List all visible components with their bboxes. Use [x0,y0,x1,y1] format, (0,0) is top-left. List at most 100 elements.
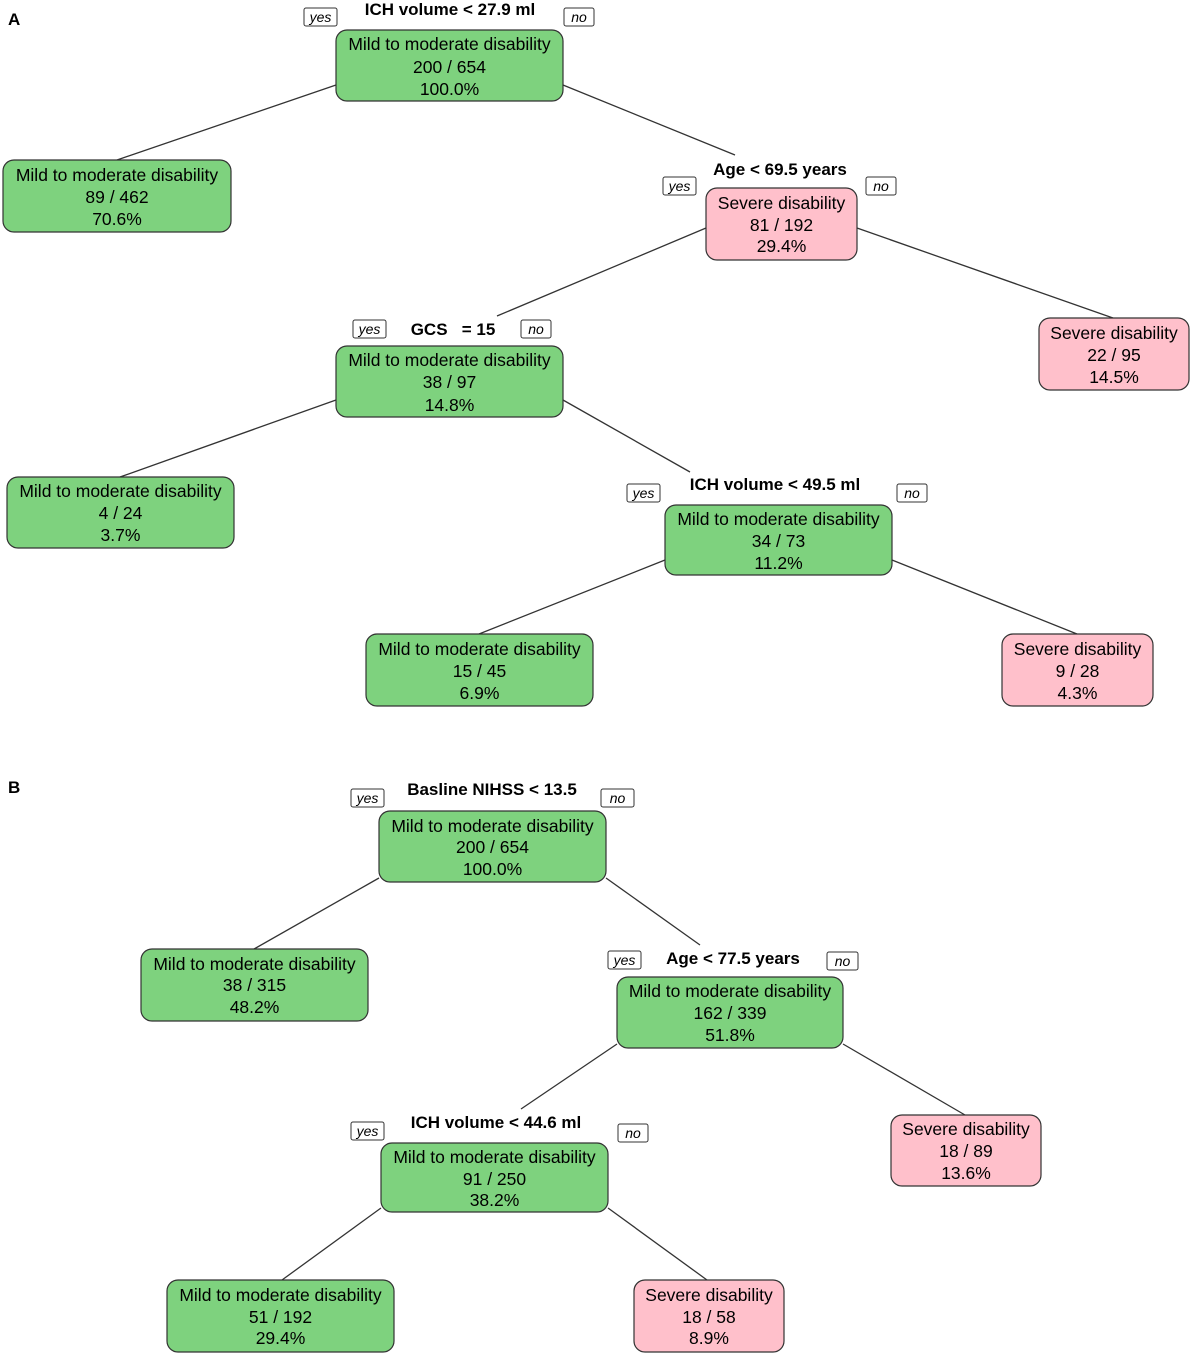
edge-b1-b3 [605,877,701,946]
node-count: 38 / 97 [423,372,477,392]
tree-node-a9: Severe disability 9 / 28 4.3% [1001,633,1154,707]
node-box [335,29,564,102]
node-class: Mild to moderate disability [391,816,594,836]
node-class: Mild to moderate disability [348,350,551,370]
tree-node-a6: Mild to moderate disability 4 / 24 3.7% [6,476,235,549]
no-label-box [896,483,928,503]
node-percent: 48.2% [230,997,280,1017]
tree-node-b6: Mild to moderate disability 51 / 192 29.… [166,1279,395,1353]
node-class: Severe disability [645,1285,773,1305]
yes-label-box [303,7,338,27]
panel-label-a: A [8,10,20,29]
edge-a3-a5 [856,227,1114,319]
node-count: 22 / 95 [1087,345,1141,365]
tree-node-a1: Mild to moderate disability 200 / 654 10… [335,29,564,102]
tree-node-b3: Mild to moderate disability 162 / 339 51… [616,976,844,1049]
split-condition-b4: ICH volume < 44.6 ml [411,1113,582,1132]
edge-a4-a7 [562,399,691,473]
no-label: no [528,321,544,337]
no-label: no [904,485,920,501]
node-percent: 70.6% [92,209,142,229]
tree-node-a8: Mild to moderate disability 15 / 45 6.9% [365,633,594,707]
yes-label: yes [309,9,332,25]
node-class: Mild to moderate disability [179,1285,382,1305]
node-count: 91 / 250 [463,1169,527,1189]
panel-a-edges [116,84,1114,635]
node-class: Mild to moderate disability [348,34,551,54]
edge-a1-a3 [562,84,736,156]
no-label-box [865,176,897,196]
node-percent: 11.2% [754,553,802,573]
node-count: 200 / 654 [413,57,486,77]
node-box [378,810,607,883]
node-count: 9 / 28 [1056,661,1100,681]
no-label-box [563,7,595,27]
split-group-b1: yes Basline NIHSS < 13.5 no [350,780,635,808]
split-condition-a7: ICH volume < 49.5 ml [690,475,861,494]
edge-b1-b2 [253,877,380,950]
node-box [705,187,858,261]
node-percent: 29.4% [757,236,807,256]
edge-a1-a2 [116,84,337,161]
yes-label: yes [356,790,379,806]
panel-b-edges [253,877,966,1281]
node-percent: 6.9% [460,683,500,703]
tree-node-b7: Severe disability 18 / 58 8.9% [633,1279,785,1353]
yes-label-box [626,483,661,503]
no-label-box [520,319,552,339]
node-class: Mild to moderate disability [16,165,219,185]
node-class: Severe disability [718,193,846,213]
tree-node-b5: Severe disability 18 / 89 13.6% [890,1114,1042,1187]
node-percent: 14.8% [425,395,475,415]
node-box [380,1142,609,1213]
edge-b4-b7 [607,1207,708,1281]
node-percent: 51.8% [705,1025,755,1045]
yes-label: yes [613,952,636,968]
node-box [1001,633,1154,707]
node-box [6,476,235,549]
no-label: no [873,178,889,194]
edge-b4-b6 [281,1207,382,1281]
split-condition-a4: GCS = 15 [411,320,496,339]
node-count: 200 / 654 [456,837,529,857]
node-class: Mild to moderate disability [378,639,581,659]
node-count: 89 / 462 [85,187,148,207]
node-box [1038,317,1190,391]
no-label: no [625,1125,641,1141]
node-class: Mild to moderate disability [629,981,832,1001]
node-box [166,1279,395,1353]
split-group-a1: yes ICH volume < 27.9 ml no [303,0,595,27]
tree-node-b1: Mild to moderate disability 200 / 654 10… [378,810,607,883]
node-box [890,1114,1042,1187]
node-box [2,159,232,233]
node-class: Severe disability [1014,639,1142,659]
node-class: Mild to moderate disability [393,1147,596,1167]
edge-a3-a4 [496,227,707,317]
node-percent: 13.6% [941,1163,991,1183]
node-box [664,504,893,576]
no-label: no [571,9,587,25]
node-count: 38 / 315 [223,975,286,995]
split-group-b3: yes Age < 77.5 years no [607,949,859,971]
split-group-b4: yes ICH volume < 44.6 ml no [350,1113,649,1143]
node-class: Severe disability [1050,323,1178,343]
no-label-box [617,1123,649,1143]
yes-label-box [352,319,387,339]
node-count: 4 / 24 [99,503,143,523]
no-label-box [600,788,635,808]
node-percent: 100.0% [420,79,479,99]
node-class: Mild to moderate disability [677,509,880,529]
node-count: 18 / 58 [682,1307,736,1327]
yes-label: yes [356,1123,379,1139]
tree-node-b2: Mild to moderate disability 38 / 315 48.… [140,948,369,1022]
split-group-a7: yes ICH volume < 49.5 ml no [626,475,928,503]
no-label-box [826,951,859,971]
yes-label-box [607,950,642,970]
tree-node-a5: Severe disability 22 / 95 14.5% [1038,317,1190,391]
node-percent: 14.5% [1089,367,1139,387]
no-label: no [610,790,626,806]
node-percent: 100.0% [463,859,522,879]
no-label: no [835,953,851,969]
tree-node-a7: Mild to moderate disability 34 / 73 11.2… [664,504,893,576]
